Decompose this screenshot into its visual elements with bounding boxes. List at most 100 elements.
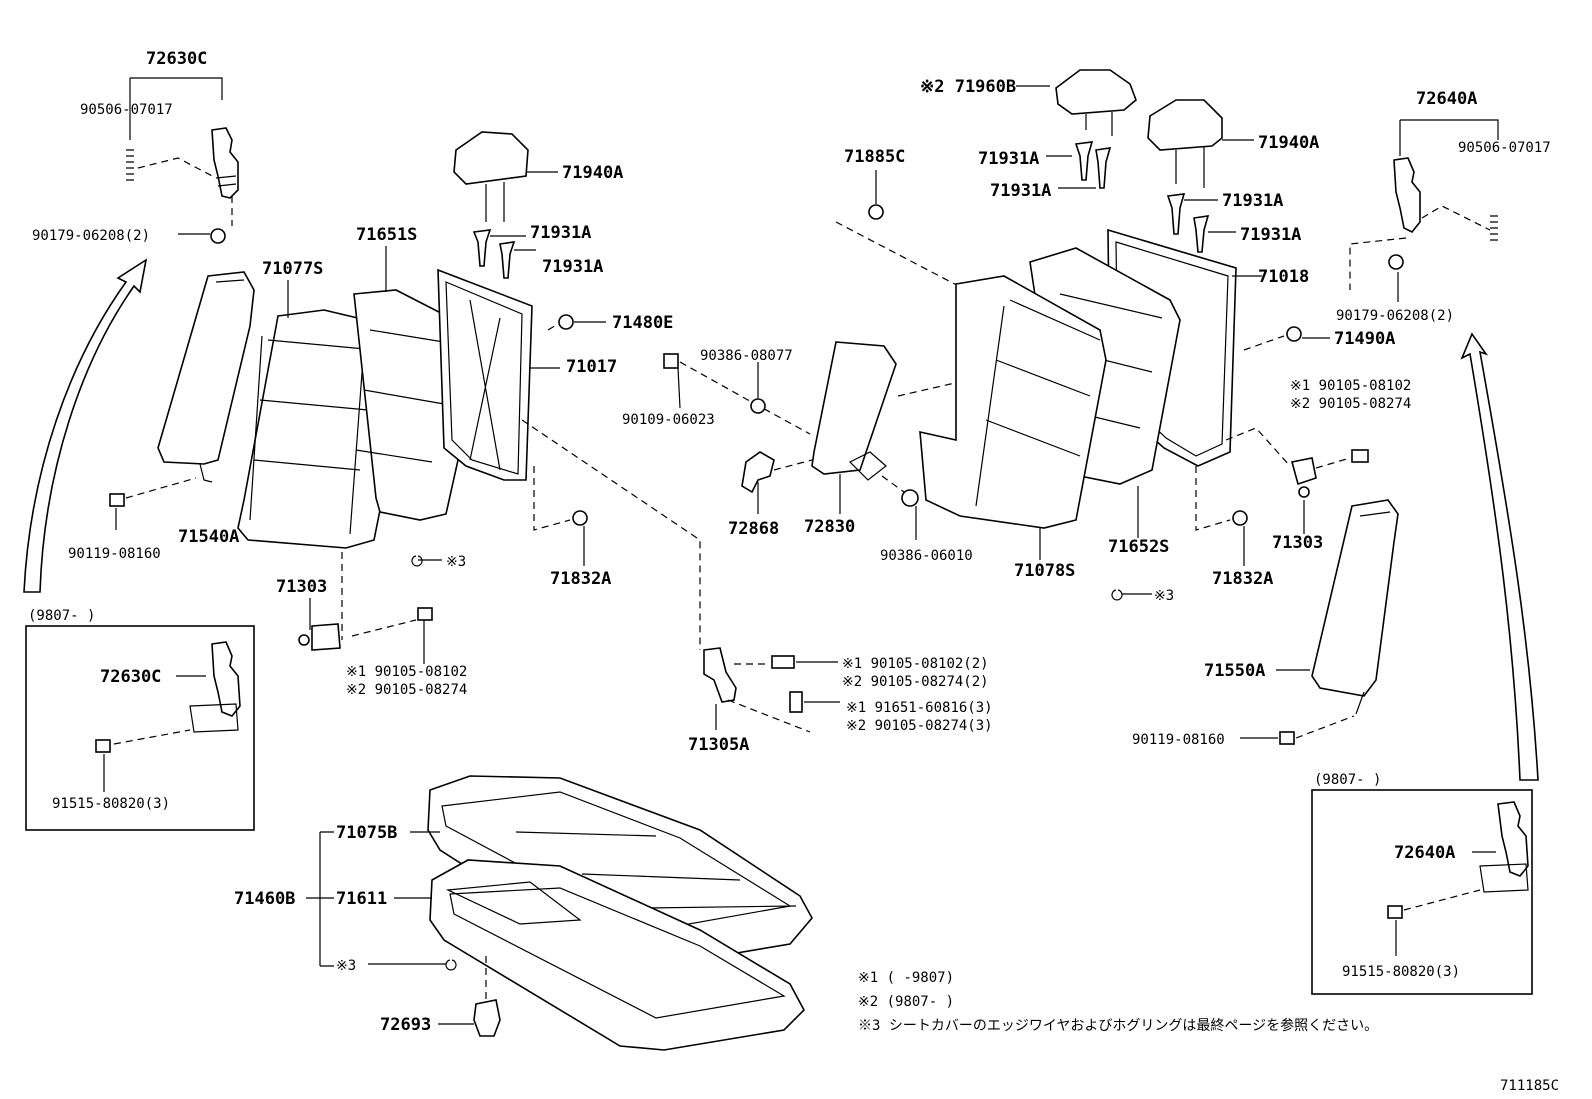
label-90105-right-1: ※1 90105-08102 [1290, 378, 1411, 394]
label-72693: 72693 [380, 1015, 431, 1035]
label-71651s: 71651S [356, 225, 417, 245]
label-90109: 90109-06023 [622, 412, 715, 428]
label-72830: 72830 [804, 517, 855, 537]
clip-71885c [835, 170, 971, 293]
label-71940a-left: 71940A [562, 163, 623, 183]
clip-72693 [438, 956, 501, 1037]
label-90179-right: 90179-06208(2) [1336, 308, 1454, 324]
direction-arrow-left [23, 258, 148, 593]
inset-box-right [1311, 789, 1533, 995]
label-71931a-left-1: 71931A [530, 223, 591, 243]
inset-box-left [25, 625, 255, 831]
label-note3-bottom: ※3 [336, 958, 356, 974]
label-71075b: 71075B [336, 823, 397, 843]
label-72630c-box: 72630C [100, 667, 161, 687]
label-90506-right: 90506-07017 [1458, 140, 1551, 156]
label-71931a-right-2: 71931A [990, 181, 1051, 201]
label-72640a-box: 72640A [1394, 843, 1455, 863]
headrest-71940a-right-part [1147, 99, 1254, 188]
headrest-guides-71931a-left [472, 229, 536, 279]
label-71078s: 71078S [1014, 561, 1075, 581]
label-90179-left: 90179-06208(2) [32, 228, 150, 244]
label-9807-left: (9807- ) [28, 608, 95, 624]
label-71832a-left: 71832A [550, 569, 611, 589]
label-71460b: 71460B [234, 889, 295, 909]
label-71832a-right: 71832A [1212, 569, 1273, 589]
label-72630c-top: 72630C [146, 49, 207, 69]
footnote-1: ※1 ( -9807) [858, 970, 954, 986]
label-91515-right: 91515-80820(3) [1342, 964, 1460, 980]
label-71017: 71017 [566, 357, 617, 377]
bolt-90119-right [1240, 715, 1355, 745]
label-71931a-right-3: 71931A [1222, 191, 1283, 211]
label-71652s: 71652S [1108, 537, 1169, 557]
label-71611: 71611 [336, 889, 387, 909]
direction-arrow-right [1460, 332, 1539, 781]
nut-90386-08077 [750, 362, 766, 414]
headrest-71940a-left-part [453, 131, 558, 222]
headrest-71960b-part [1016, 69, 1137, 136]
hog-ring-mid [1111, 589, 1152, 601]
footnote-3: ※3 シートカバーのエッジワイヤおよびホグリングは最終ページを参照ください。 [858, 1017, 1378, 1034]
spring-pin-left [126, 149, 217, 181]
clip-71832a-left [533, 466, 588, 566]
hog-ring-bottom [368, 959, 457, 971]
diagram-id: 711185C [1500, 1078, 1559, 1094]
headrest-guides-71931a-lower [1166, 193, 1236, 253]
armrest-72830-part [811, 341, 969, 514]
seat-cushion-pad-71611-part [394, 859, 805, 1051]
label-90119-left: 90119-08160 [68, 546, 161, 562]
label-91651-center: ※1 91651-60816(3) [846, 700, 993, 716]
label-90506-left: 90506-07017 [80, 102, 173, 118]
clip-71490a [1243, 326, 1330, 351]
label-71931a-right-1: 71931A [978, 149, 1039, 169]
clip-71480e [547, 314, 606, 331]
label-71303-left: 71303 [276, 577, 327, 597]
footnote-2: ※2 (9807- ) [858, 994, 954, 1010]
label-71303-right: 71303 [1272, 533, 1323, 553]
label-71931a-right-4: 71931A [1240, 225, 1301, 245]
label-90105-left-1: ※1 90105-08102 [346, 664, 467, 680]
bolt-90109 [663, 353, 811, 435]
bracket-72868-part [741, 451, 813, 514]
label-71885c: 71885C [844, 147, 905, 167]
label-71940a-right: 71940A [1258, 133, 1319, 153]
label-71077s: 71077S [262, 259, 323, 279]
label-9807-right: (9807- ) [1314, 772, 1381, 788]
label-71540a: 71540A [178, 527, 239, 547]
bracket-lines-71460b [306, 831, 334, 967]
label-note3-mid: ※3 [1154, 588, 1174, 604]
label-72640a-top: 72640A [1416, 89, 1477, 109]
label-71018: 71018 [1258, 267, 1309, 287]
nut-90386-06010 [881, 475, 919, 540]
side-bolster-71550a-part [1276, 499, 1399, 715]
hinge-71303-left [298, 552, 433, 664]
seatback-frame-71017-part [437, 268, 560, 481]
hinge-cover-72630c-part [129, 77, 239, 199]
label-90105-left-2: ※2 90105-08274 [346, 682, 467, 698]
hog-ring-left [411, 555, 442, 567]
label-90105-right-2: ※2 90105-08274 [1290, 396, 1411, 412]
label-71480e: 71480E [612, 313, 673, 333]
footnotes: ※1 ( -9807) ※2 (9807- ) ※3 シートカバーのエッジワイヤ… [858, 970, 1378, 1034]
nut-90179-left [178, 196, 233, 244]
headrest-guides-71931a-upper [1046, 141, 1112, 189]
label-71490a: 71490A [1334, 329, 1395, 349]
guide-line-center [521, 419, 701, 650]
label-71931a-left-2: 71931A [542, 257, 603, 277]
label-72868: 72868 [728, 519, 779, 539]
side-bolster-71540a-part [157, 271, 255, 483]
clip-71832a-right [1195, 466, 1248, 566]
label-90105-center-3: ※2 90105-08274(3) [846, 718, 993, 734]
label-71550a: 71550A [1204, 661, 1265, 681]
label-90105-center-1: ※1 90105-08102(2) [842, 656, 989, 672]
label-90105-center-2: ※2 90105-08274(2) [842, 674, 989, 690]
label-90386-08077: 90386-08077 [700, 348, 793, 364]
bracket-71305a-part [703, 647, 840, 733]
hinge-cover-72640a-part [1349, 119, 1499, 302]
part-labels: 72630C 90506-07017 90179-06208(2) 71077S… [28, 49, 1551, 1035]
label-90386-06010: 90386-06010 [880, 548, 973, 564]
label-71305a: 71305A [688, 735, 749, 755]
